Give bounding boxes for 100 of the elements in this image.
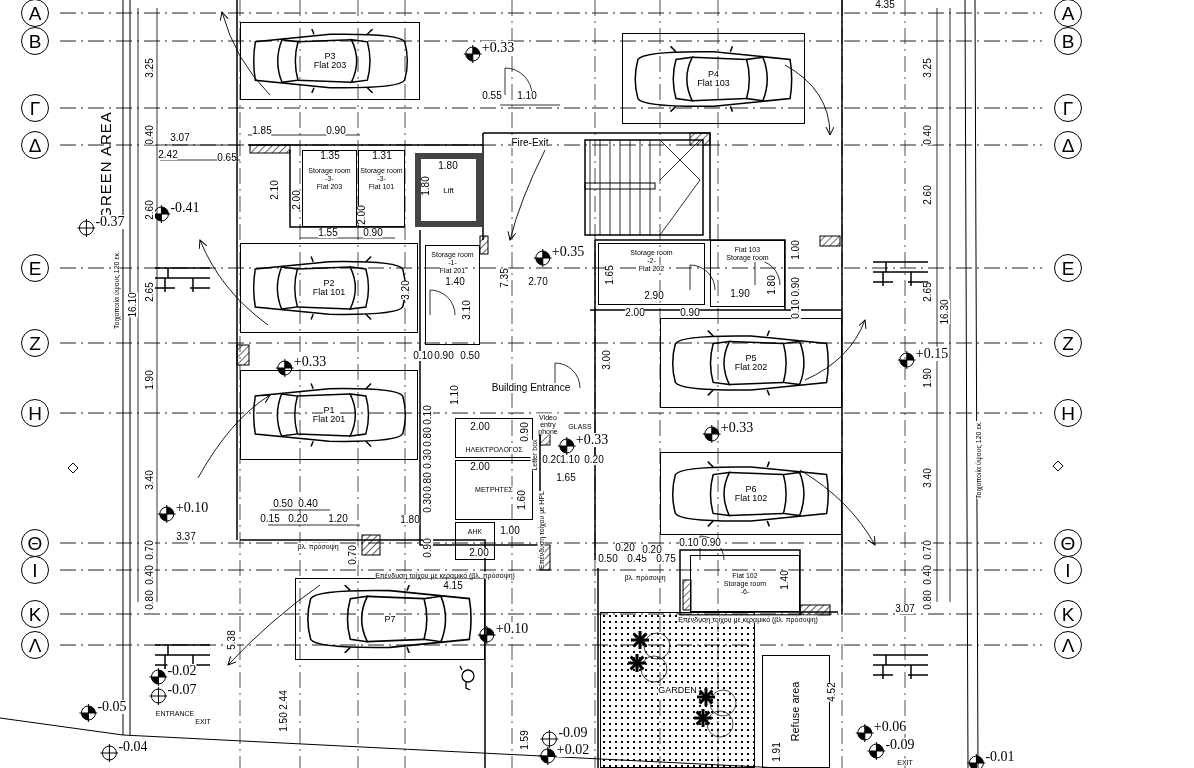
bay-label: P4 <box>708 69 719 79</box>
dimension-value: 0.55 <box>482 91 502 101</box>
dimension-value: 0.10 0.90 <box>679 538 721 548</box>
dimension-value: 0.40 <box>145 565 155 585</box>
dimension-value: 0.10 <box>413 351 433 361</box>
dimension-value: 2.00 <box>625 308 645 318</box>
level-value: -0.04 <box>118 740 148 754</box>
dimension-value: 0.90 <box>434 351 454 361</box>
dimension-value: 0.80 <box>145 590 155 610</box>
bay-label: Flat 201 <box>312 415 346 424</box>
dimension-value: 1.35 <box>320 151 340 161</box>
bay-label: Flat 101 <box>312 288 346 297</box>
dimension-value: 2.65 <box>923 282 933 302</box>
dimension-value: 0.40 <box>145 125 155 145</box>
dimension-value: 3.10 <box>462 300 472 320</box>
parking-bay <box>240 370 418 460</box>
note-text: Fire-Exit <box>511 138 549 148</box>
parking-bay <box>660 452 842 535</box>
dimension-value: 1.60 <box>517 490 527 510</box>
level-value: +0.33 <box>720 421 754 435</box>
parking-bay <box>240 243 418 333</box>
dimension-value: 2.42 <box>158 150 178 160</box>
dimension-value: 1.85 <box>252 126 272 136</box>
dimension-value: 2.00 <box>470 462 490 472</box>
parking-bay <box>660 318 842 408</box>
grid-bubble: Κ <box>21 600 49 628</box>
grid-bubble: Β <box>21 27 49 55</box>
bay-label: Flat 203 <box>313 61 347 70</box>
dimension-value: 7.35 <box>500 268 510 288</box>
bay-label: P3 <box>324 52 336 61</box>
grid-bubble: Γ <box>21 94 49 122</box>
dimension-value: 0.20 <box>584 455 604 465</box>
dimension-value: 2.00 <box>357 205 367 225</box>
dimension-value: 2.00 <box>470 422 490 432</box>
lift-shaft <box>415 153 482 227</box>
dimension-value: 4.15 <box>443 581 463 591</box>
grid-bubble: Ι <box>21 556 49 584</box>
grid-bubble: Δ <box>1054 131 1082 159</box>
dimension-value: 1.40 <box>780 570 790 590</box>
dimension-value: 1.90 <box>730 289 750 299</box>
dimension-value: 3.40 <box>145 470 155 490</box>
dimension-value: 2.60 <box>145 200 155 220</box>
dimension-value: 1.65 <box>605 265 615 285</box>
room-label: GARDEN <box>658 685 697 695</box>
dimension-value: 1.80 <box>438 161 458 171</box>
dimension-value: 1.20 <box>328 514 348 524</box>
level-value: +0.33 <box>481 41 515 55</box>
dimension-value: 1.59 <box>520 730 530 750</box>
room-label: Refuse area <box>791 681 801 742</box>
dimension-value: 1.10 <box>517 91 537 101</box>
dimension-value: 0.40 <box>923 565 933 585</box>
dimension-value: 0.70 <box>348 545 358 565</box>
dimension-value: 1.55 <box>318 228 338 238</box>
dimension-value: 1.50 <box>279 712 289 732</box>
grid-bubble: Δ <box>21 131 49 159</box>
dimension-value: 1.31 <box>372 151 392 161</box>
dimension-value: 1.65 <box>556 473 576 483</box>
dimension-value: 2.00 <box>469 548 489 558</box>
grid-bubble: Ε <box>21 254 49 282</box>
parking-bay <box>295 578 485 660</box>
dimension-value: 0.80 <box>423 472 433 492</box>
bay-label: P2 <box>323 279 335 288</box>
dimension-value: 0.15 <box>260 514 280 524</box>
parking-bay <box>240 22 420 100</box>
dimension-value: 2.90 <box>644 291 664 301</box>
dimension-value: 3.07 <box>895 604 915 614</box>
dimension-value: 2.70 <box>528 277 548 287</box>
level-value: +0.15 <box>915 347 949 361</box>
dimension-value: 2.65 <box>145 282 155 302</box>
dimension-value: 0.50 <box>273 499 293 509</box>
dimension-value: 0.90 <box>680 308 700 318</box>
level-value: +0.02 <box>556 743 590 757</box>
dimension-value: 1.80 <box>421 176 431 196</box>
dimension-value: 0.70 <box>145 540 155 560</box>
grid-bubble: Ζ <box>21 329 49 357</box>
level-value: -0.01 <box>985 750 1015 764</box>
dimension-value: 3.25 <box>923 58 933 78</box>
grid-bubble: Ι <box>1054 556 1082 584</box>
dimension-value: 1.40 <box>445 277 465 287</box>
dimension-value: 2.60 <box>923 185 933 205</box>
dimension-value: 1.10 <box>450 385 460 405</box>
level-value: -0.09 <box>885 738 915 752</box>
grid-bubble: Θ <box>21 529 49 557</box>
dimension-value: 4.52 <box>827 682 837 702</box>
bay-label: P7 <box>384 614 396 624</box>
dimension-value: 3.25 <box>145 58 155 78</box>
grid-bubble: Α <box>1054 0 1082 27</box>
level-value: +0.10 <box>495 622 529 636</box>
level-value: -0.41 <box>170 201 200 215</box>
bay-label: P6 <box>745 484 757 494</box>
level-value: -0.05 <box>97 700 127 714</box>
dimension-value: 1.00 <box>500 526 520 536</box>
dimension-value: 1.91 <box>772 742 782 762</box>
level-value: +0.35 <box>551 245 585 259</box>
dimension-value: 0.30 <box>423 493 433 513</box>
dimension-value: 0.80 <box>423 427 433 447</box>
dimension-value: 3.00 <box>602 350 612 370</box>
grid-bubble: Κ <box>1054 600 1082 628</box>
level-value: -0.07 <box>167 683 197 697</box>
grid-bubble: Α <box>21 0 49 27</box>
